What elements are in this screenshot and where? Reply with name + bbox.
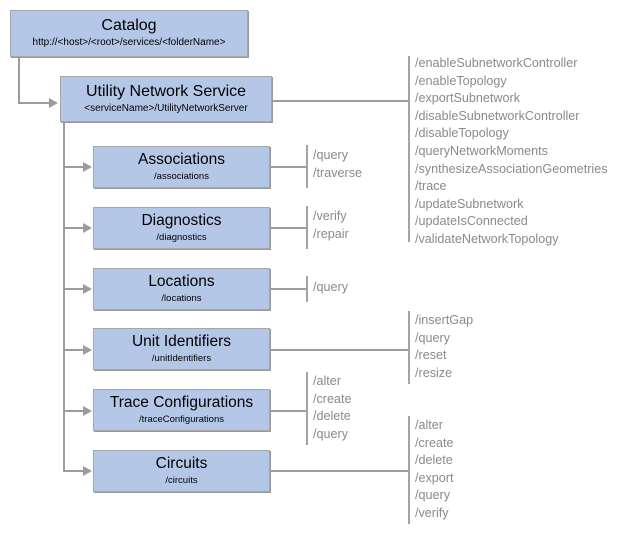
connector-trunk-to-circuits — [63, 470, 84, 472]
connector-trunk-to-trace-configurations — [63, 410, 84, 412]
op-item: /export — [415, 470, 454, 485]
node-catalog-path: http://<host>/<root>/services/<folderNam… — [32, 37, 226, 49]
op-item: /query — [415, 488, 451, 503]
op-item: /delete — [313, 409, 351, 424]
ops-list-circuits: /alter /create /delete /export /query /v… — [415, 417, 454, 523]
connector-circuits-to-ops — [270, 470, 410, 472]
bracket-associations-ops — [306, 145, 308, 188]
node-unit-identifiers-title: Unit Identifiers — [131, 333, 232, 351]
node-circuits-title: Circuits — [155, 455, 208, 473]
ops-list-locations: /query — [313, 279, 348, 297]
node-catalog-title: Catalog — [101, 17, 157, 35]
node-utility-network-service[interactable]: Utility Network Service <serviceName>/Ut… — [60, 76, 272, 122]
connector-trunk-to-locations — [63, 288, 84, 290]
connector-service-to-ops — [272, 100, 409, 102]
op-item: /create — [415, 435, 454, 450]
connector-service-trunk — [63, 122, 65, 471]
op-item: /traverse — [313, 165, 362, 180]
arrow-to-unit-identifiers — [83, 345, 92, 355]
bracket-circuits-ops — [408, 416, 410, 524]
op-item: /updateSubnetwork — [415, 196, 524, 211]
node-trace-configurations-title: Trace Configurations — [109, 394, 254, 412]
op-item: /updateIsConnected — [415, 214, 528, 229]
connector-trace-configurations-to-ops — [270, 410, 308, 412]
arrow-to-diagnostics — [83, 223, 92, 233]
node-locations-path: /locations — [161, 292, 202, 304]
op-item: /query — [313, 280, 349, 294]
op-item: /alter — [313, 374, 341, 388]
ops-list-diagnostics: /verify /repair — [313, 208, 349, 243]
connector-catalog-vertical — [18, 57, 20, 103]
op-item: /query — [415, 330, 451, 345]
op-item: /verify — [415, 505, 449, 520]
op-item: /reset — [415, 348, 447, 363]
op-item: /insertGap — [415, 313, 474, 327]
op-item: /create — [313, 391, 352, 406]
arrow-to-trace-configurations — [83, 406, 92, 416]
op-item: /query — [313, 148, 349, 162]
op-item: /query — [313, 426, 349, 441]
node-service-title: Utility Network Service — [85, 82, 247, 100]
node-associations[interactable]: Associations /associations — [93, 146, 270, 188]
bracket-locations-ops — [306, 276, 308, 302]
arrow-to-associations — [83, 162, 92, 172]
op-item: /alter — [415, 418, 443, 432]
arrow-catalog-to-service — [49, 98, 58, 108]
op-item: /validateNetworkTopology — [415, 231, 559, 246]
node-associations-path: /associations — [154, 170, 209, 182]
node-associations-title: Associations — [137, 151, 225, 169]
connector-unit-identifiers-to-ops — [270, 349, 410, 351]
node-diagnostics[interactable]: Diagnostics /diagnostics — [93, 207, 270, 249]
ops-list-associations: /query /traverse — [313, 147, 362, 182]
ops-list-unit-identifiers: /insertGap /query /reset /resize — [415, 312, 473, 382]
node-locations[interactable]: Locations /locations — [93, 268, 270, 310]
op-item: /verify — [313, 209, 347, 223]
node-catalog[interactable]: Catalog http://<host>/<root>/services/<f… — [10, 10, 248, 57]
connector-trunk-to-diagnostics — [63, 227, 84, 229]
node-circuits[interactable]: Circuits /circuits — [93, 450, 270, 492]
bracket-trace-configurations-ops — [306, 372, 308, 445]
op-item: /repair — [313, 226, 349, 241]
op-item: /trace — [415, 179, 447, 194]
connector-catalog-horizontal — [18, 102, 50, 104]
connector-trunk-to-associations — [63, 166, 84, 168]
op-item: /exportSubnetwork — [415, 91, 521, 106]
node-unit-identifiers-path: /unitIdentifiers — [151, 352, 212, 364]
op-item: /disableSubnetworkController — [415, 108, 580, 123]
connector-locations-to-ops — [270, 288, 308, 290]
connector-associations-to-ops — [270, 166, 308, 168]
node-diagnostics-path: /diagnostics — [156, 231, 207, 243]
bracket-diagnostics-ops — [306, 206, 308, 249]
op-item: /delete — [415, 453, 453, 468]
op-item: /resize — [415, 365, 453, 380]
node-trace-configurations-path: /traceConfigurations — [138, 413, 225, 425]
node-trace-configurations[interactable]: Trace Configurations /traceConfiguration… — [93, 389, 270, 431]
op-item: /synthesizeAssociationGeometries — [415, 161, 608, 176]
bracket-service-ops — [408, 56, 410, 242]
arrow-to-locations — [83, 284, 92, 294]
op-item: /enableTopology — [415, 73, 507, 88]
node-service-path: <serviceName>/UtilityNetworkServer — [84, 102, 248, 114]
node-circuits-path: /circuits — [165, 474, 198, 486]
connector-trunk-to-unit-identifiers — [63, 349, 84, 351]
op-item: /enableSubnetworkController — [415, 56, 578, 70]
ops-list-service: /enableSubnetworkController /enableTopol… — [415, 55, 608, 249]
node-diagnostics-title: Diagnostics — [141, 212, 222, 230]
arrow-to-circuits — [83, 466, 92, 476]
node-unit-identifiers[interactable]: Unit Identifiers /unitIdentifiers — [93, 328, 270, 370]
node-locations-title: Locations — [148, 273, 215, 291]
op-item: /queryNetworkMoments — [415, 143, 548, 158]
ops-list-trace-configurations: /alter /create /delete /query — [313, 373, 352, 443]
bracket-unit-identifiers-ops — [408, 311, 410, 384]
connector-diagnostics-to-ops — [270, 227, 308, 229]
op-item: /disableTopology — [415, 126, 509, 141]
